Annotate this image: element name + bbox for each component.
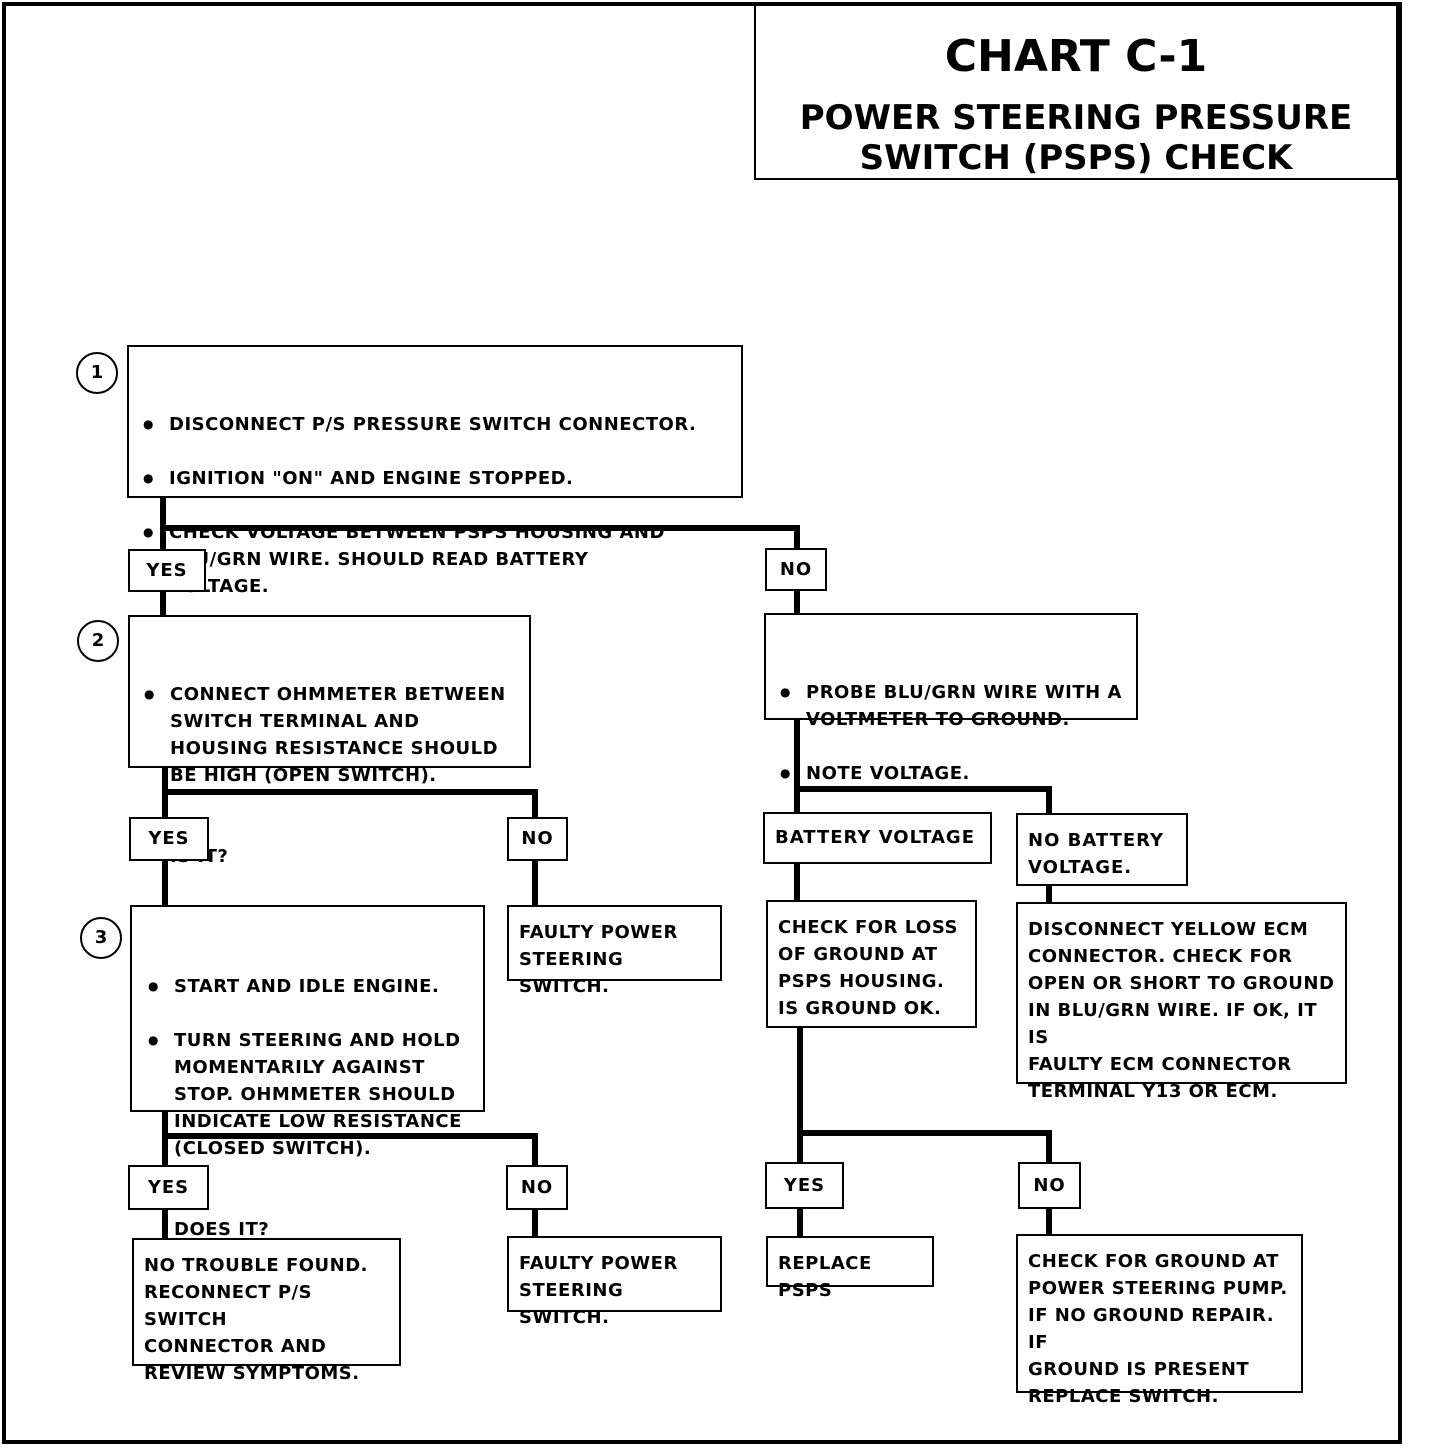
step-number-1: 1: [76, 352, 118, 394]
label-yes-ground: YES: [765, 1162, 844, 1209]
probe-bullet-1: PROBE BLU/GRN WIRE WITH A VOLTMETER TO G…: [774, 679, 1128, 733]
label-battery-voltage: BATTERY VOLTAGE: [763, 812, 992, 864]
step-3-bullet-2: TURN STEERING AND HOLD MOMENTARILY AGAIN…: [142, 1027, 475, 1162]
label-yes-step2: YES: [129, 817, 209, 861]
step-1-bullet-2: IGNITION "ON" AND ENGINE STOPPED.: [137, 465, 729, 492]
result-no-trouble: NO TROUBLE FOUND. RECONNECT P/S SWITCH C…: [132, 1238, 401, 1384]
probe-bullet-2: NOTE VOLTAGE.: [774, 760, 1128, 787]
chart-title: CHART C-1: [944, 31, 1208, 82]
step-1-bullet-1: DISCONNECT P/S PRESSURE SWITCH CONNECTOR…: [137, 411, 729, 438]
step-3-bullet-1: START AND IDLE ENGINE.: [142, 973, 475, 1000]
result-disconnect-ecm: DISCONNECT YELLOW ECM CONNECTOR. CHECK F…: [1016, 902, 1347, 1102]
chart-subtitle: POWER STEERING PRESSURE SWITCH (PSPS) CH…: [756, 98, 1396, 178]
step-1-box: DISCONNECT P/S PRESSURE SWITCH CONNECTOR…: [127, 345, 743, 678]
result-replace-psps: REPLACE PSPS: [766, 1236, 934, 1301]
label-no-step1: NO: [765, 548, 827, 591]
result-faulty-switch-2: FAULTY POWER STEERING SWITCH.: [507, 1236, 722, 1328]
step-3-question: DOES IT?: [174, 1219, 270, 1240]
label-no-step3: NO: [506, 1165, 568, 1210]
result-check-ground-loss: CHECK FOR LOSS OF GROUND AT PSPS HOUSING…: [766, 900, 977, 1028]
label-no-battery-voltage: NO BATTERY VOLTAGE.: [1016, 813, 1188, 886]
step-number-3: 3: [80, 917, 122, 959]
step-2-box: CONNECT OHMMETER BETWEEN SWITCH TERMINAL…: [128, 615, 531, 867]
title-block: CHART C-1 POWER STEERING PRESSURE SWITCH…: [754, 4, 1398, 180]
label-no-ground: NO: [1018, 1162, 1081, 1209]
page-frame: [2, 2, 1402, 1444]
probe-box: PROBE BLU/GRN WIRE WITH A VOLTMETER TO G…: [764, 613, 1138, 787]
result-check-ground-pump: CHECK FOR GROUND AT POWER STEERING PUMP.…: [1016, 1234, 1303, 1407]
label-yes-step1: YES: [128, 549, 206, 592]
connector-ground-no: [797, 1130, 1052, 1239]
subtitle-line-1: POWER STEERING PRESSURE: [799, 98, 1353, 138]
subtitle-line-2: SWITCH (PSPS) CHECK: [859, 138, 1293, 178]
result-faulty-switch-1: FAULTY POWER STEERING SWITCH.: [507, 905, 722, 997]
connector-probe-nobattery: [794, 786, 1052, 907]
connector-step2-no: [162, 789, 538, 910]
step-3-box: START AND IDLE ENGINE. TURN STEERING AND…: [130, 905, 485, 1240]
label-yes-step3: YES: [128, 1165, 209, 1210]
step-number-2: 2: [77, 620, 119, 662]
label-no-step2: NO: [507, 817, 568, 861]
step-2-bullet-1: CONNECT OHMMETER BETWEEN SWITCH TERMINAL…: [138, 681, 521, 789]
step-1-bullet-3: CHECK VOLTAGE BETWEEN PSPS HOUSING AND B…: [137, 519, 729, 600]
